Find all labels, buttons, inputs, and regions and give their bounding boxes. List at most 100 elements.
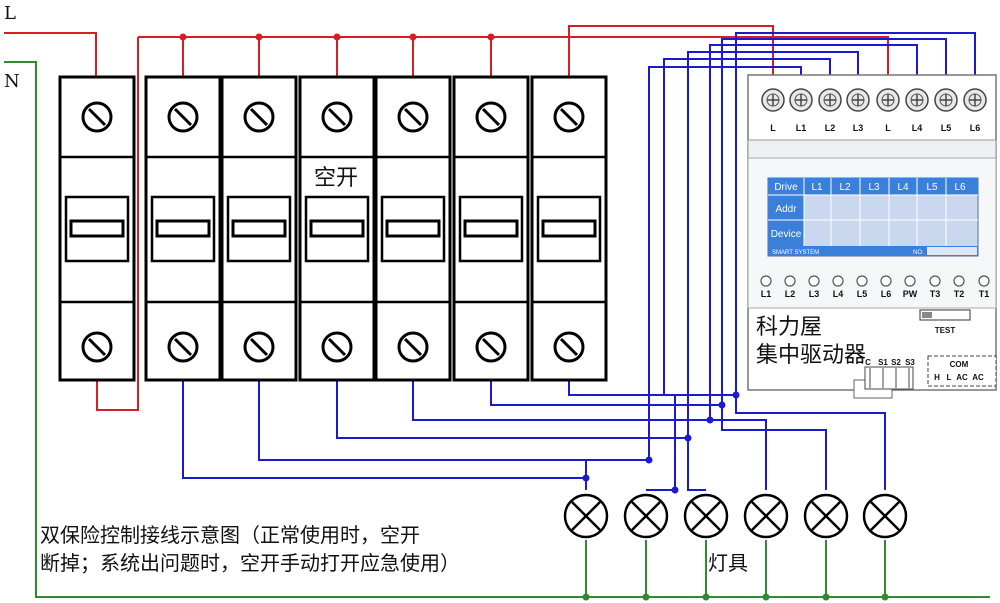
- terminal-label: L6: [970, 123, 981, 133]
- com-terminal-1: L: [947, 373, 952, 382]
- led-indicator-icon: [929, 275, 941, 287]
- led-indicator-icon: [760, 275, 772, 287]
- terminal-label: L: [770, 123, 776, 133]
- screen-header-6: L6: [954, 182, 966, 193]
- handle-lever: [231, 219, 287, 238]
- junction-dot-icon: [255, 33, 263, 41]
- led-label: L6: [881, 289, 892, 299]
- led-label: T1: [979, 289, 990, 299]
- screw-terminal-icon: [243, 331, 275, 363]
- com-terminal-3: AC: [972, 373, 984, 382]
- handle-lever: [385, 219, 441, 238]
- screw-terminal-icon: [397, 101, 429, 133]
- switch-label-0: C: [865, 358, 871, 367]
- junction-dot-icon: [409, 33, 417, 41]
- led-indicator-icon: [978, 275, 990, 287]
- terminal-label: L5: [941, 123, 952, 133]
- breaker-out-4: [412, 380, 710, 421]
- led-indicator-icon: [808, 275, 820, 287]
- led-indicator-icon: [856, 275, 868, 287]
- control-L6: [735, 32, 976, 490]
- junction-dot-icon: [333, 33, 341, 41]
- junction-dot-icon: [718, 401, 726, 409]
- lamp-cross: [811, 501, 841, 531]
- led-indicator-icon: [880, 275, 892, 287]
- breaker-out-2: [258, 380, 649, 461]
- screw-slot: [87, 337, 107, 357]
- junction-dot-icon: [732, 391, 740, 399]
- junction-dot-icon: [762, 593, 770, 601]
- screw-terminal-icon: [81, 101, 113, 133]
- live-loop: [96, 37, 139, 411]
- driver-band: [747, 139, 997, 159]
- screen-number-field: [927, 247, 977, 255]
- screw-slot: [403, 107, 423, 127]
- breaker-label: 空开: [312, 160, 361, 192]
- led-L2: L2: [784, 275, 796, 299]
- lamp-icon: [683, 493, 729, 539]
- led-T3: T3: [929, 275, 941, 299]
- led-label: L5: [857, 289, 868, 299]
- lamp-cross: [691, 501, 721, 531]
- junction-dots: [179, 33, 889, 601]
- breaker-out-6: [568, 380, 736, 396]
- terminal-label: L1: [796, 123, 807, 133]
- screen-header-5: L5: [926, 182, 938, 193]
- junction-dot-icon: [179, 33, 187, 41]
- terminal-label: L2: [825, 123, 836, 133]
- junction-dot-icon: [671, 486, 679, 494]
- breaker-out-5: [490, 380, 722, 406]
- led-label: L1: [761, 289, 772, 299]
- terminal-5: L: [876, 88, 900, 133]
- com-terminal-0: H: [934, 373, 940, 382]
- switch-label-1: S1: [878, 358, 888, 367]
- test-button: [919, 309, 971, 321]
- lamp-icon: [803, 493, 849, 539]
- com-frame: [927, 355, 997, 387]
- screw-slot: [327, 107, 347, 127]
- control-L4: [709, 44, 918, 490]
- screw-slot: [481, 337, 501, 357]
- screw-terminal-icon: [81, 331, 113, 363]
- breaker-handle-icon: [536, 195, 602, 263]
- screen-header-4: L4: [897, 182, 909, 193]
- lamp-icon: [623, 493, 669, 539]
- driver-title-line1: 科力屋: [756, 315, 823, 340]
- terminal-4: L3: [846, 88, 870, 133]
- screen-header-0: Drive: [774, 182, 798, 193]
- led-indicator-icon: [832, 275, 844, 287]
- led-L4: L4: [832, 275, 844, 299]
- junction-dot-icon: [487, 33, 495, 41]
- switch-terminal-block: [864, 366, 914, 390]
- screw-slot: [173, 337, 193, 357]
- com-terminal-2: AC: [956, 373, 968, 382]
- lamp-cross: [751, 501, 781, 531]
- screen-header-2: L2: [839, 182, 851, 193]
- screw-slot: [87, 107, 107, 127]
- terminal-8: L6: [963, 88, 987, 133]
- wires: [4, 25, 990, 598]
- switch-label-2: S2: [891, 358, 901, 367]
- terminal-7: L5: [934, 88, 958, 133]
- screw-slot: [559, 107, 579, 127]
- junction-dot-icon: [582, 474, 590, 482]
- test-button-slider: [922, 312, 932, 318]
- junction-dot-icon: [684, 434, 692, 442]
- screw-slot: [249, 107, 269, 127]
- breaker-1: [58, 75, 136, 382]
- screen-header-bar: [768, 178, 978, 195]
- breaker-out-3: [336, 380, 688, 439]
- screw-slot: [173, 107, 193, 127]
- led-T2: T2: [953, 275, 965, 299]
- handle-lever: [69, 219, 125, 238]
- driver-title-line2: 集中驱动器: [756, 343, 867, 368]
- screen-row-addr: Addr: [775, 204, 797, 215]
- led-L3: L3: [808, 275, 820, 299]
- junction-dot-icon: [645, 456, 653, 464]
- lamp-icon: [862, 493, 908, 539]
- control-L5: [721, 38, 947, 490]
- neutral-bus: [4, 61, 990, 598]
